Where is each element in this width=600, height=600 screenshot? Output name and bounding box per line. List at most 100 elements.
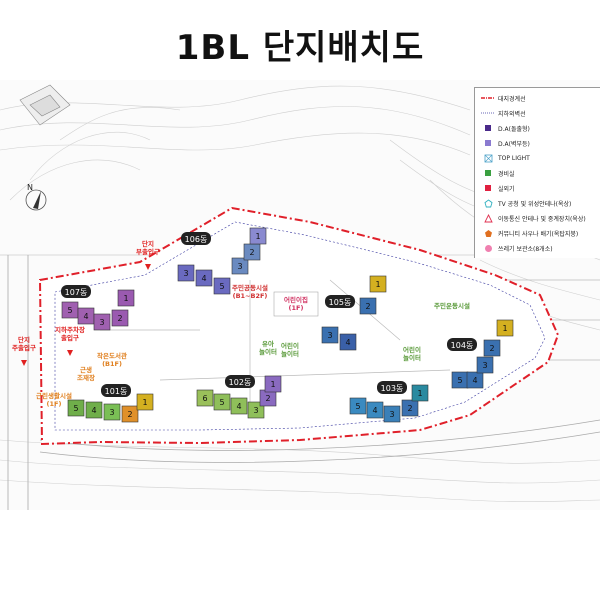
legend-item: 대지경계선	[481, 91, 526, 105]
svg-text:단지: 단지	[18, 335, 30, 344]
legend-item: 커뮤니티 사우나 배기(옥탑지붕)	[481, 226, 578, 240]
building-core	[359, 297, 377, 315]
svg-text:놀이터: 놀이터	[259, 347, 277, 356]
core-number: 4	[345, 338, 350, 347]
facility-label: 근린생활시설(1F)	[36, 391, 72, 408]
building-core	[339, 333, 357, 351]
square-icon	[481, 124, 495, 132]
core-number: 1	[255, 232, 260, 241]
legend-label: 커뮤니티 사우나 배기(옥탑지붕)	[498, 230, 579, 238]
site-boundary-line	[38, 206, 560, 446]
svg-text:주민공동시설: 주민공동시설	[232, 283, 268, 292]
core-number: 2	[489, 344, 494, 353]
compass-label: N	[27, 183, 33, 192]
page-title: 1BL 단지배치도	[175, 28, 425, 68]
legend-item: TV 공청 및 위성안테나(옥상)	[481, 196, 571, 210]
svg-text:어린이집: 어린이집	[284, 295, 308, 304]
facility-label: 주민운동시설	[434, 301, 470, 310]
legend-label: D.A(돌출형)	[498, 125, 530, 133]
core-number: 1	[502, 324, 507, 333]
core-number: 4	[472, 376, 477, 385]
svg-text:유아: 유아	[262, 339, 274, 348]
legend-label: 이동통신 안테나 및 중계장치(옥상)	[498, 215, 586, 223]
core-number: 3	[237, 262, 242, 271]
terrain-contours	[0, 85, 600, 503]
building-tag: 103동	[377, 381, 407, 394]
building-label: 106동	[185, 235, 208, 244]
core-number: 2	[127, 410, 132, 419]
svg-text:놀이터: 놀이터	[403, 353, 421, 362]
svg-text:근생: 근생	[80, 365, 92, 374]
building-label: 107동	[65, 288, 88, 297]
building-core	[93, 313, 111, 331]
core-number: 5	[219, 282, 224, 291]
building-core	[349, 397, 367, 415]
svg-text:부출입구: 부출입구	[136, 247, 160, 256]
core-number: 2	[249, 248, 254, 257]
svg-text:어린이: 어린이	[281, 341, 299, 350]
core-number: 3	[109, 408, 114, 417]
core-number: 5	[355, 402, 360, 411]
building-core	[230, 397, 248, 415]
core-number: 1	[417, 389, 422, 398]
core-number: 2	[117, 314, 122, 323]
svg-text:단지: 단지	[142, 239, 154, 248]
building-core	[476, 356, 494, 374]
core-number: 3	[482, 361, 487, 370]
building-core	[213, 393, 231, 411]
legend-label: 쓰레기 보관소(8개소)	[498, 245, 553, 253]
pentagon-outline-icon	[481, 198, 495, 208]
legend-label: TOP LIGHT	[498, 154, 530, 162]
building-core	[321, 326, 339, 344]
building-label: 101동	[105, 387, 128, 396]
core-number: 6	[202, 394, 207, 403]
svg-text:어린이: 어린이	[403, 345, 421, 354]
svg-text:(B1F): (B1F)	[102, 360, 122, 368]
building-core	[383, 405, 401, 423]
building-core	[264, 375, 282, 393]
svg-text:주출입구: 주출입구	[12, 343, 36, 352]
legend-item: 지하외벽선	[481, 106, 526, 120]
core-number: 5	[73, 404, 78, 413]
building-core	[466, 371, 484, 389]
legend-item: TOP LIGHT	[481, 151, 530, 165]
building-label: 104동	[451, 341, 474, 350]
core-number: 2	[407, 404, 412, 413]
core-number: 1	[375, 280, 380, 289]
building-core	[213, 277, 231, 295]
existing-building	[19, 84, 71, 126]
legend-item: D.A(벽부등)	[481, 136, 530, 150]
square-icon	[481, 139, 495, 147]
building-label: 105동	[329, 298, 352, 307]
legend-label: TV 공청 및 위성안테나(옥상)	[498, 200, 572, 208]
building-core	[369, 275, 387, 293]
core-number: 1	[270, 380, 275, 389]
svg-text:출입구: 출입구	[61, 333, 79, 342]
building-core	[121, 405, 139, 423]
svg-text:(B1~B2F): (B1~B2F)	[233, 292, 268, 300]
core-number: 1	[123, 294, 128, 303]
building-core	[231, 257, 249, 275]
legend-item: 쓰레기 보관소(8개소)	[481, 241, 553, 255]
building-core	[496, 319, 514, 337]
building-core	[111, 309, 129, 327]
building-core	[117, 289, 135, 307]
building-tag: 104동	[447, 338, 477, 351]
building-core	[136, 393, 154, 411]
circle-icon	[481, 244, 495, 253]
facilities-layer: 주민공동시설(B1~B2F)유아놀이터어린이집(1F)어린이놀이터주민운동시설어…	[36, 283, 470, 408]
legend-label: D.A(벽부등)	[498, 140, 530, 148]
svg-text:조재장: 조재장	[77, 373, 95, 382]
core-number: 2	[365, 302, 370, 311]
